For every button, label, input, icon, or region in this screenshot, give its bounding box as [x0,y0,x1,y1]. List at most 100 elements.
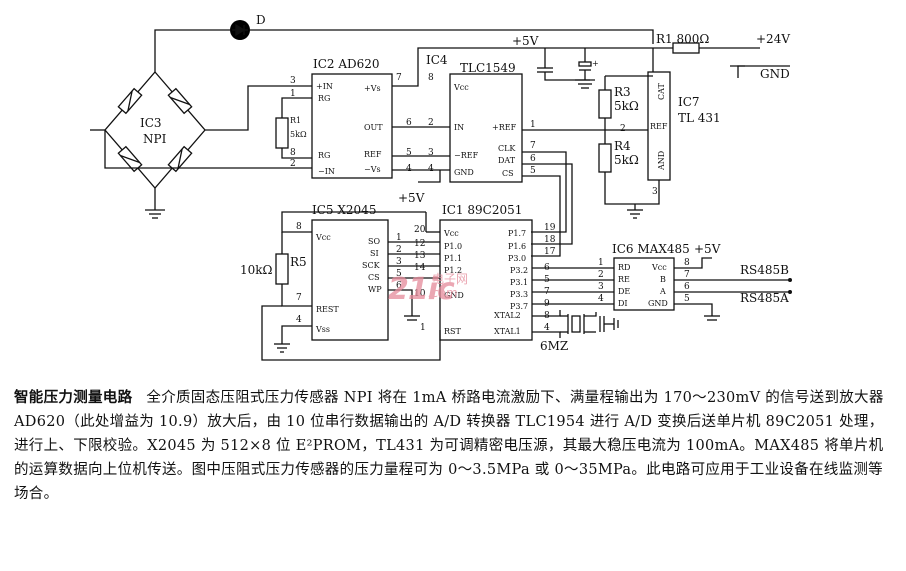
svg-text:5: 5 [530,166,536,176]
svg-text:RS485A: RS485A [740,291,789,305]
svg-text:3: 3 [598,282,604,292]
svg-text:1: 1 [420,323,426,333]
svg-text:B: B [660,275,666,284]
tlc-part-label: TLC1549 [460,61,516,75]
svg-text:REST: REST [316,305,339,314]
svg-text:CAT: CAT [657,83,666,100]
svg-text:−Vs: −Vs [364,165,381,174]
circuit-schematic: IC3 NPI D IC2 AD620 +IN RG RG −IN +Vs OU… [90,13,792,361]
svg-text:8: 8 [296,222,302,232]
svg-text:AND: AND [657,151,666,171]
svg-text:10: 10 [414,289,426,299]
svg-text:P1.1: P1.1 [444,254,462,263]
ad620-amplifier: IC2 AD620 +IN RG RG −IN +Vs OUT REF −Vs … [275,47,545,179]
svg-text:RE: RE [618,275,630,284]
svg-text:19: 19 [544,223,556,233]
x2045-eeprom: IC5 X2045 +5V Vcc SO SI SCK CS WP REST V… [240,191,441,361]
svg-text:R1: R1 [290,116,301,125]
svg-text:1: 1 [530,120,536,130]
svg-text:Vcc: Vcc [453,83,469,92]
svg-text:Vcc: Vcc [443,229,459,238]
svg-text:7: 7 [296,293,302,303]
svg-text:R4: R4 [614,139,631,153]
svg-text:5kΩ: 5kΩ [614,153,639,167]
mcu-89c2051: IC1 89C2051 Vcc P1.0 P1.1 P1.2 GND RST P… [414,203,619,353]
svg-text:2: 2 [396,245,402,255]
svg-text:3: 3 [652,187,658,197]
caption-title: 智能压力测量电路 [14,389,133,406]
svg-text:1: 1 [598,258,604,268]
svg-text:+5V: +5V [398,191,425,205]
ic3-part: NPI [143,132,167,146]
ad620-label: IC2 AD620 [313,57,380,71]
svg-text:R5: R5 [290,255,307,269]
svg-text:5: 5 [406,148,412,158]
figure-caption: 智能压力测量电路全介质固态压阻式压力传感器 NPI 将在 1mA 桥路电流激励下… [14,386,894,506]
svg-text:P3.2: P3.2 [510,266,528,275]
watermark-domain: .com [428,286,458,300]
crystal-label: 6MZ [540,339,568,353]
svg-text:SI: SI [370,249,379,258]
svg-text:6: 6 [406,118,412,128]
svg-text:A: A [659,287,666,296]
svg-text:SO: SO [368,237,380,246]
svg-text:2: 2 [598,270,604,280]
svg-text:5kΩ: 5kΩ [614,99,639,113]
svg-text:WP: WP [368,285,382,294]
svg-text:+Vs: +Vs [364,84,381,93]
svg-text:REF: REF [650,122,668,131]
svg-text:DI: DI [618,299,628,308]
max485-label: IC6 MAX485 [612,242,690,256]
svg-text:RS485B: RS485B [740,263,789,277]
ic3-label: IC3 [140,116,162,130]
tl431-reference: IC7 TL 431 CAT REF AND 2 3 R3 5kΩ R4 5kΩ [598,48,721,219]
svg-text:GND: GND [648,299,668,308]
svg-text:20: 20 [414,225,426,235]
svg-text:P3.7: P3.7 [510,302,528,311]
svg-text:1: 1 [396,233,402,243]
tl431-ic-label: IC7 [678,95,700,109]
svg-text:Vcc: Vcc [651,263,667,272]
svg-text:P1.2: P1.2 [444,266,462,275]
svg-text:P1.7: P1.7 [508,229,526,238]
svg-text:6: 6 [684,282,690,292]
svg-text:RST: RST [444,327,462,336]
svg-text:REF: REF [364,150,382,159]
svg-text:P3.0: P3.0 [508,254,526,263]
svg-text:7: 7 [530,141,536,151]
x2045-label: IC5 X2045 [312,203,376,217]
svg-text:GND: GND [760,67,790,81]
svg-text:SCK: SCK [362,261,381,270]
svg-text:2: 2 [620,124,626,134]
svg-text:XTAL1: XTAL1 [494,327,521,336]
svg-text:P3.1: P3.1 [510,278,528,287]
svg-text:Vss: Vss [315,325,330,334]
svg-text:+5V: +5V [512,34,539,48]
svg-text:CS: CS [368,273,380,282]
svg-text:2: 2 [428,118,434,128]
svg-text:4: 4 [296,315,302,325]
svg-text:3: 3 [396,257,402,267]
svg-text:GND: GND [444,291,464,300]
svg-text:IN: IN [454,123,464,132]
svg-text:DAT: DAT [498,156,516,165]
svg-text:4: 4 [598,294,604,304]
svg-text:1: 1 [290,89,296,99]
mcu-label: IC1 89C2051 [442,203,522,217]
svg-text:XTAL2: XTAL2 [494,311,521,320]
svg-text:7: 7 [396,73,402,83]
svg-text:3: 3 [290,76,296,86]
svg-text:−REF: −REF [454,151,479,160]
caption-body: 全介质固态压阻式压力传感器 NPI 将在 1mA 桥路电流激励下、满量程输出为 … [14,390,884,502]
tlc-ic-label: IC4 [426,53,448,67]
svg-text:6: 6 [530,154,536,164]
svg-text:7: 7 [684,270,690,280]
svg-text:RG: RG [318,94,330,103]
svg-text:4: 4 [406,164,412,174]
svg-text:+: + [592,59,599,68]
watermark: 21ic 电子网 .com [388,272,468,307]
supply-decoupling: +5V + R1 800Ω +24V GND [512,32,790,89]
watermark-logo: 21ic [388,272,455,307]
svg-text:+REF: +REF [492,123,517,132]
svg-text:12: 12 [414,239,425,249]
